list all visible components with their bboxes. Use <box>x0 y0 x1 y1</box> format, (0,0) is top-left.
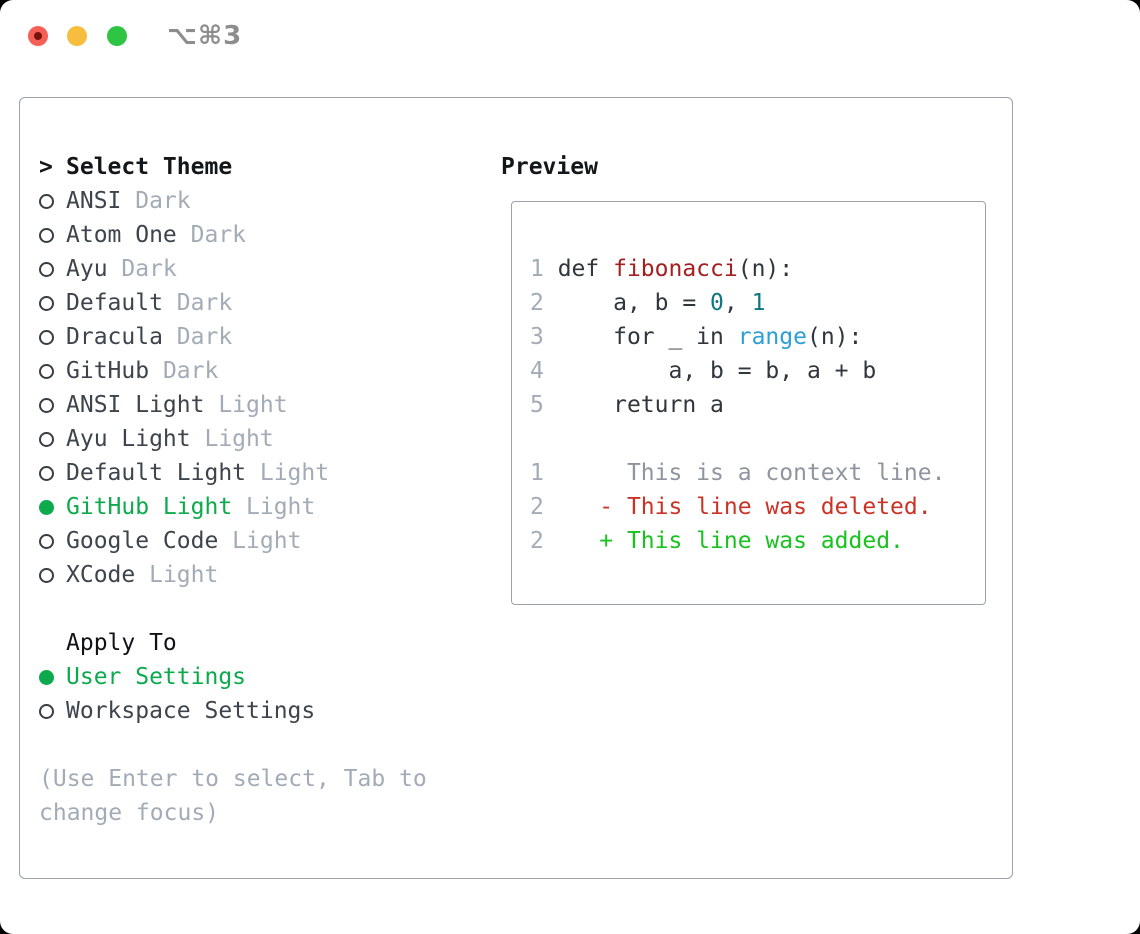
preview-title: Preview <box>501 154 598 180</box>
theme-option-ansi[interactable]: ANSI Dark <box>39 184 427 218</box>
option-label: Ayu Light <box>66 426 191 452</box>
option-label: Ayu <box>66 256 108 282</box>
theme-option-github[interactable]: GitHub Dark <box>39 354 427 388</box>
radio-unselected-icon <box>39 397 66 413</box>
radio-unselected-icon <box>39 567 66 583</box>
radio-selected-icon <box>39 669 66 685</box>
option-variant-label: Dark <box>162 324 233 350</box>
option-label: Workspace Settings <box>66 698 316 724</box>
option-label: Atom One <box>66 222 177 248</box>
radio-unselected-icon <box>39 295 66 311</box>
option-variant-label: Light <box>190 426 274 452</box>
unsaved-changes-dot <box>34 32 42 40</box>
option-label: Google Code <box>66 528 219 554</box>
radio-unselected-icon <box>39 465 66 481</box>
option-label: Default <box>66 290 163 316</box>
theme-option-ayu[interactable]: Ayu Dark <box>39 252 427 286</box>
option-variant-label: Light <box>204 392 288 418</box>
radio-selected-icon <box>39 499 66 515</box>
close-button[interactable] <box>28 26 48 46</box>
radio-unselected-icon <box>39 227 66 243</box>
radio-unselected-icon <box>39 363 66 379</box>
option-variant-label: Light <box>218 528 302 554</box>
window-title: ⌥⌘3 <box>167 21 243 51</box>
option-variant-label: Dark <box>176 222 247 248</box>
hint-line-2: change focus) <box>39 800 220 826</box>
theme-option-default-light[interactable]: Default Light Light <box>39 456 427 490</box>
radio-unselected-icon <box>39 193 66 209</box>
option-label: Default Light <box>66 460 247 486</box>
radio-unselected-icon <box>39 329 66 345</box>
theme-option-github-light[interactable]: GitHub Light Light <box>39 490 427 524</box>
hint-line-1: (Use Enter to select, Tab to <box>39 766 427 792</box>
apply-to-title: Apply To <box>66 630 177 656</box>
apply-to-header: Apply To <box>39 626 427 660</box>
select-theme-title: Select Theme <box>66 154 233 180</box>
option-variant-label: Light <box>232 494 316 520</box>
zoom-button[interactable] <box>107 26 127 46</box>
minimize-button[interactable] <box>67 26 87 46</box>
apply-option-workspace-settings[interactable]: Workspace Settings <box>39 694 427 728</box>
option-variant-label: Dark <box>121 188 191 214</box>
theme-option-atom-one[interactable]: Atom One Dark <box>39 218 427 252</box>
radio-unselected-icon <box>39 261 66 277</box>
option-label: XCode <box>66 562 136 588</box>
theme-option-xcode[interactable]: XCode Light <box>39 558 427 592</box>
option-label: GitHub <box>66 358 150 384</box>
theme-option-google-code[interactable]: Google Code Light <box>39 524 427 558</box>
theme-option-dracula[interactable]: Dracula Dark <box>39 320 427 354</box>
spacer <box>39 592 427 626</box>
titlebar: ⌥⌘3 <box>0 0 1140 72</box>
radio-unselected-icon <box>39 533 66 549</box>
option-label: ANSI <box>66 188 122 214</box>
selection-cursor: > <box>39 154 53 180</box>
theme-option-default[interactable]: Default Dark <box>39 286 427 320</box>
apply-option-user-settings[interactable]: User Settings <box>39 660 427 694</box>
option-label: ANSI Light <box>66 392 205 418</box>
option-variant-label: Dark <box>149 358 219 384</box>
option-label: Dracula <box>66 324 163 350</box>
option-variant-label: Dark <box>162 290 233 316</box>
option-variant-label: Light <box>246 460 330 486</box>
spacer <box>39 728 427 762</box>
preview-code: 1 def fibonacci(n): 2 a, b = 0, 1 3 for … <box>530 256 946 554</box>
theme-option-ansi-light[interactable]: ANSI Light Light <box>39 388 427 422</box>
theme-option-ayu-light[interactable]: Ayu Light Light <box>39 422 427 456</box>
select-theme-header: > Select Theme <box>39 150 427 184</box>
option-label: GitHub Light <box>66 494 233 520</box>
radio-unselected-icon <box>39 431 66 447</box>
radio-unselected-icon <box>39 703 66 719</box>
option-label: User Settings <box>66 664 247 690</box>
option-variant-label: Dark <box>107 256 177 282</box>
option-variant-label: Light <box>135 562 219 588</box>
preview-box: 1 def fibonacci(n): 2 a, b = 0, 1 3 for … <box>511 201 986 605</box>
